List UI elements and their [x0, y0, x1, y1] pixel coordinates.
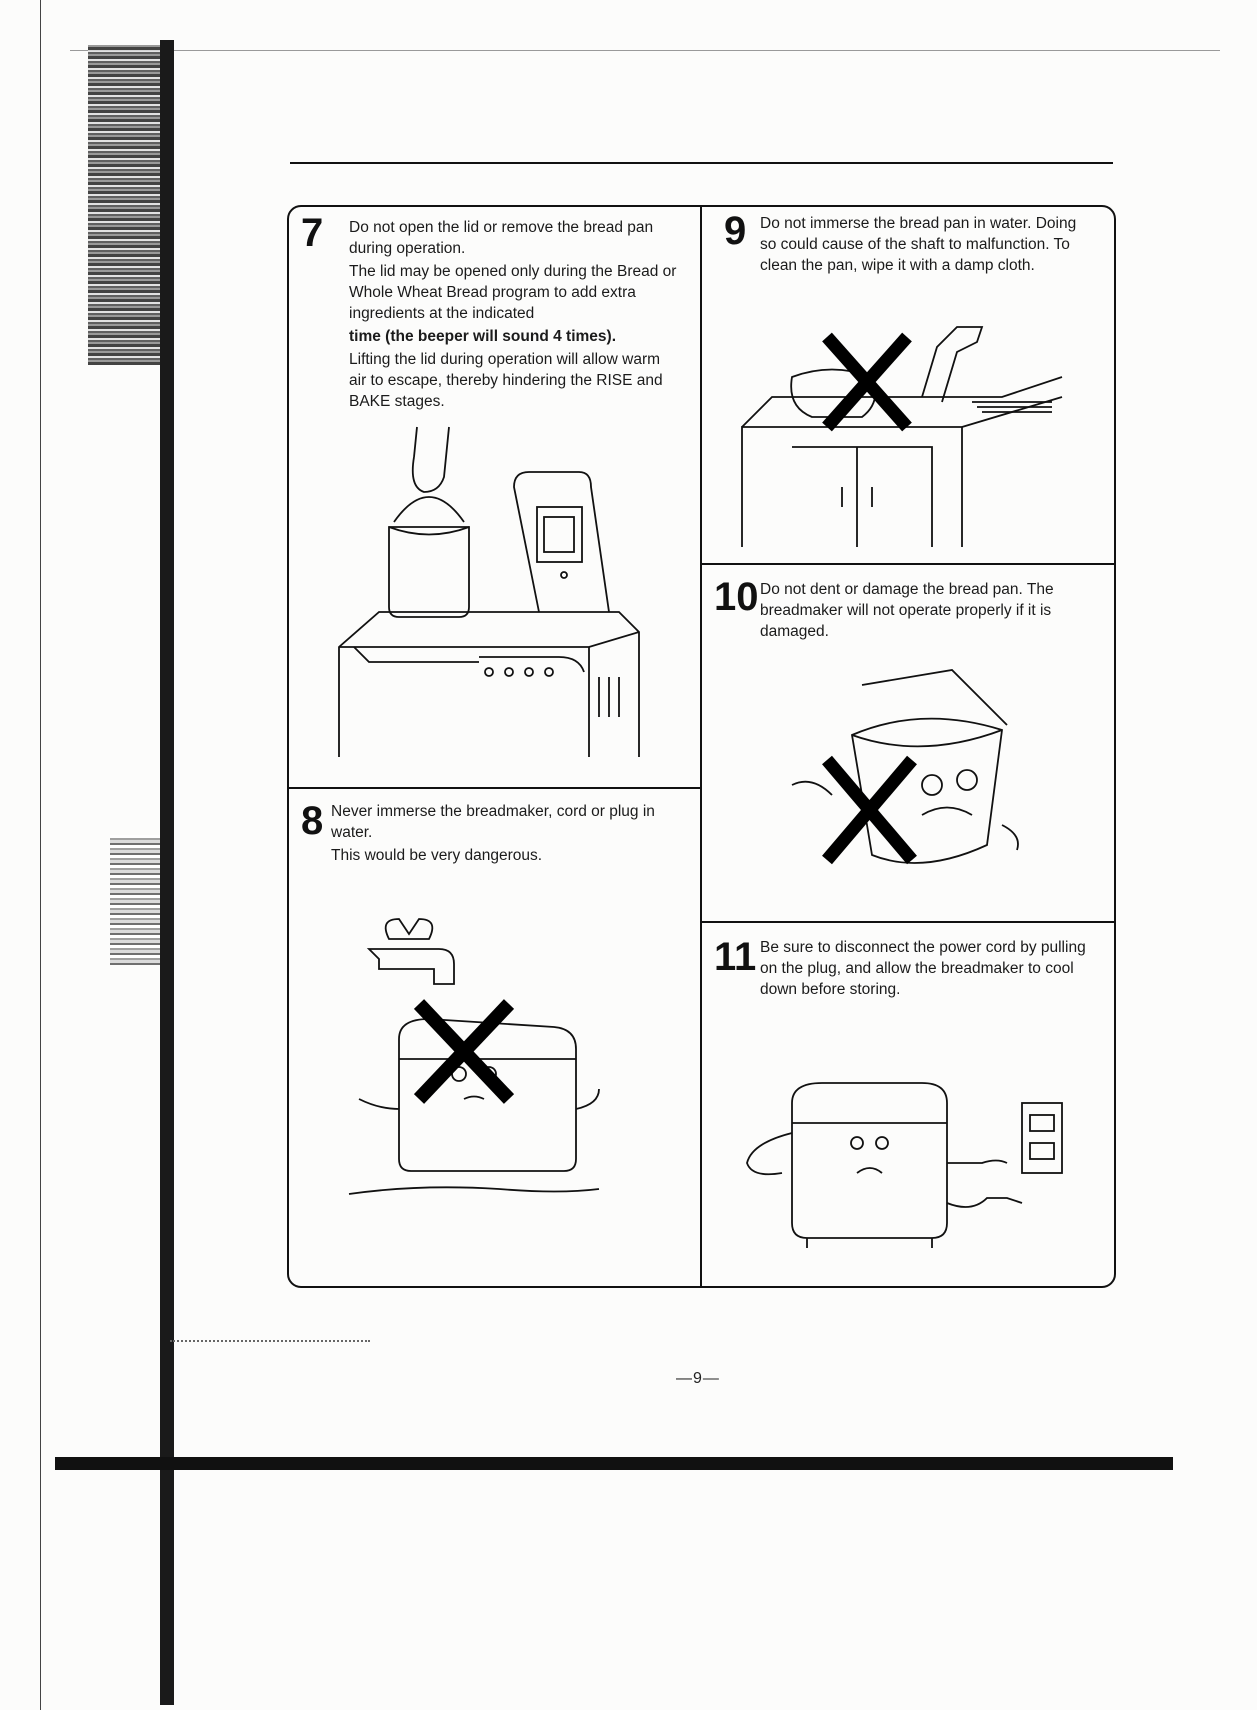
scan-artifact: [170, 1340, 370, 1346]
warning-text-line: This would be very dangerous.: [331, 847, 543, 864]
page-number: —9—: [676, 1370, 720, 1387]
sink-bread-pan-x-illustration: [732, 307, 1082, 552]
warning-text-line: Never immerse the breadmaker, cord or pl…: [331, 803, 655, 841]
warning-number: 11: [714, 935, 757, 979]
scan-edge: [40, 0, 41, 1710]
faucet-breadmaker-x-illustration: [339, 909, 629, 1199]
warning-text-line: time (the beeper will sound 4 times).: [349, 328, 616, 345]
scan-bottom-bar: [55, 1457, 1173, 1470]
hand-lifting-bread-pan-illustration: [329, 417, 659, 762]
header-rule: [290, 162, 1113, 164]
scan-rule: [70, 50, 1220, 51]
warning-text: Do not open the lid or remove the bread …: [349, 217, 679, 414]
warning-text-line: Be sure to disconnect the power cord by …: [760, 939, 1086, 998]
warning-text: Be sure to disconnect the power cord by …: [760, 937, 1095, 1002]
warning-text-line: Do not open the lid or remove the bread …: [349, 219, 654, 257]
column-divider: [700, 207, 702, 1286]
warning-text-line: Do not dent or damage the bread pan. The…: [760, 581, 1054, 640]
warning-text-line: Lifting the lid during operation will al…: [349, 351, 663, 410]
warning-panel-7: 7 Do not open the lid or remove the brea…: [289, 207, 700, 787]
warning-panel-11: 11 Be sure to disconnect the power cord …: [702, 921, 1114, 1286]
warning-text-line: Do not immerse the bread pan in water. D…: [760, 215, 1077, 274]
scan-artifact: [88, 45, 173, 365]
warnings-frame: 7 Do not open the lid or remove the brea…: [287, 205, 1116, 1288]
warning-number: 7: [301, 211, 324, 255]
warning-number: 8: [301, 799, 324, 843]
warning-text: Do not dent or damage the bread pan. The…: [760, 579, 1095, 644]
warning-panel-8: 8 Never immerse the breadmaker, cord or …: [289, 787, 700, 1286]
unplug-breadmaker-illustration: [732, 1063, 1082, 1273]
warning-panel-10: 10 Do not dent or damage the bread pan. …: [702, 563, 1114, 921]
dented-pan-x-illustration: [772, 665, 1032, 905]
warning-text-line: The lid may be opened only during the Br…: [349, 263, 677, 322]
warning-number: 9: [724, 209, 747, 253]
warning-text: Never immerse the breadmaker, cord or pl…: [331, 801, 676, 868]
scan-binding-bar: [160, 40, 174, 1705]
warning-number: 10: [714, 575, 759, 619]
warning-panel-9: 9 Do not immerse the bread pan in water.…: [702, 207, 1114, 563]
warning-text: Do not immerse the bread pan in water. D…: [760, 213, 1095, 278]
